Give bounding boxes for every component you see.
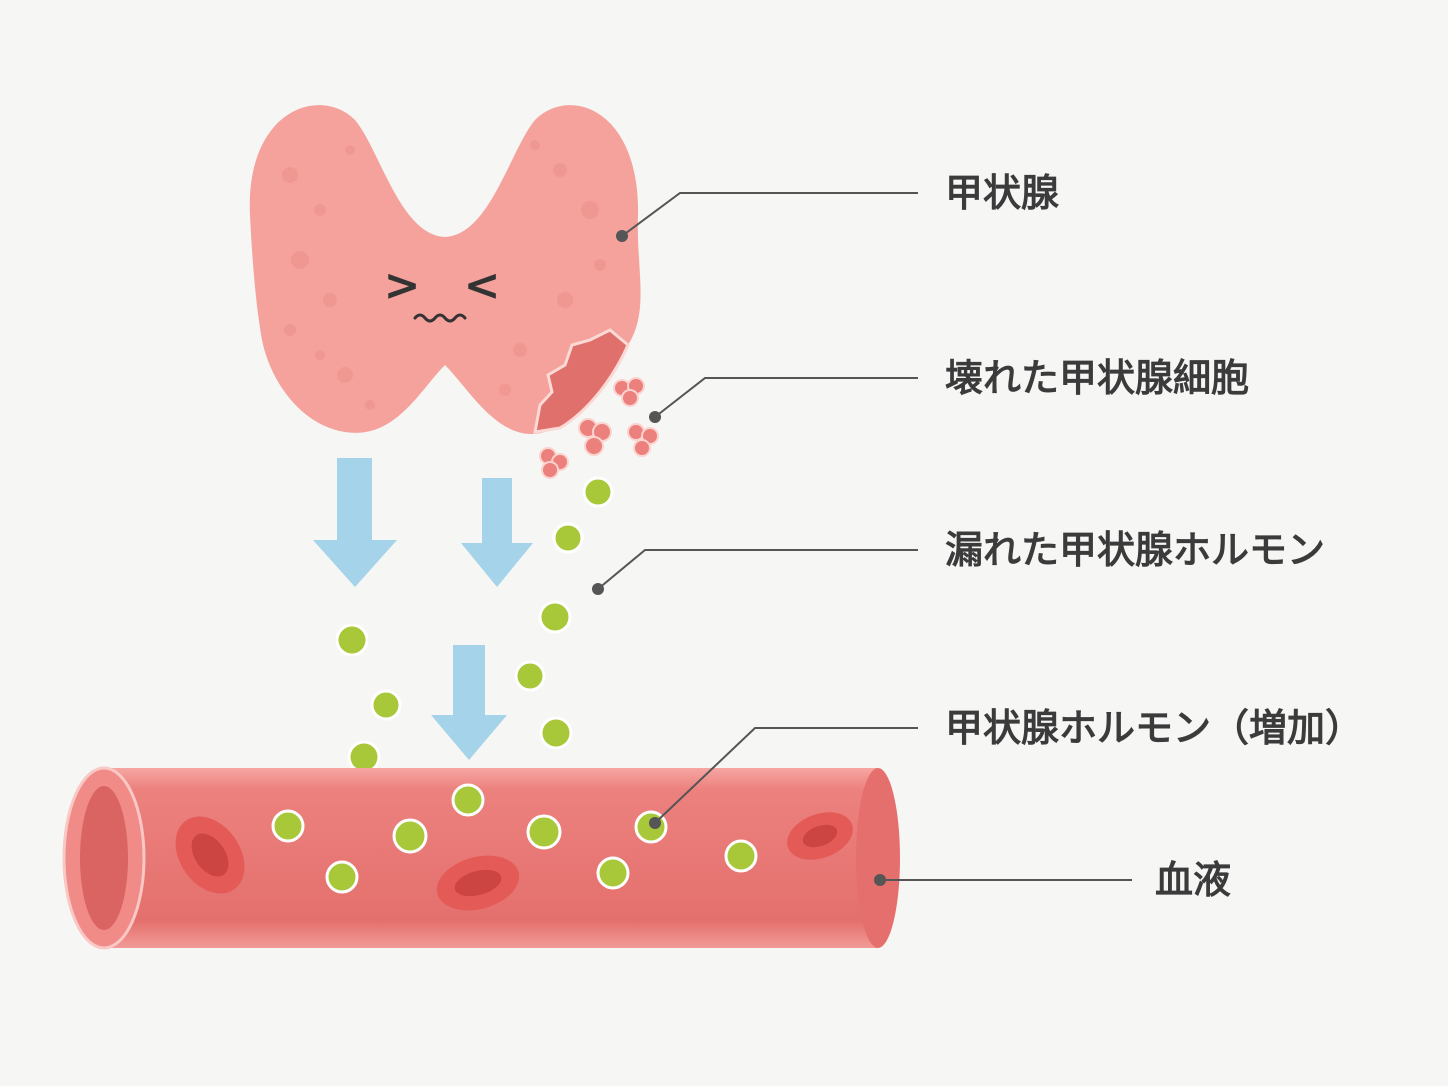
down-arrow — [431, 645, 507, 760]
hormone-dot — [538, 600, 572, 634]
hormone-dot — [582, 476, 614, 508]
hormone-dot — [552, 522, 584, 554]
left-eye: > — [384, 260, 421, 311]
label-broken-cells: 壊れた甲状腺細胞 — [945, 356, 1250, 400]
thyroid-texture — [282, 140, 606, 410]
cell-fragment — [613, 377, 645, 407]
wavy-mouth — [413, 313, 467, 323]
hormone-dot — [392, 818, 428, 854]
leader-dots — [592, 230, 886, 886]
cell-fragment — [578, 418, 612, 456]
broken-edge — [533, 328, 630, 434]
red-blood-cell — [787, 812, 853, 860]
right-eye: < — [464, 260, 501, 311]
secretion-arrows — [313, 458, 533, 760]
hormone-dot — [335, 623, 369, 657]
leaked-hormone-dots — [335, 476, 614, 774]
label-leaked-hormone: 漏れた甲状腺ホルモン — [945, 528, 1326, 572]
leader-line-hormone-increase — [654, 727, 918, 824]
leader-dot — [874, 874, 886, 886]
hormone-dot — [526, 814, 562, 850]
red-blood-cell — [436, 855, 520, 911]
broken-cell-fragments — [539, 377, 659, 479]
leader-dot — [649, 411, 661, 423]
cell-fragment — [627, 423, 659, 457]
red-blood-cell — [175, 816, 245, 894]
hormone-dot — [514, 660, 546, 692]
thyroid-gland: > < — [249, 105, 641, 434]
leader-line-thyroid — [621, 192, 918, 237]
leader-line-broken-cells — [654, 377, 918, 418]
hormone-dot — [539, 716, 573, 750]
hormone-dot — [451, 783, 485, 817]
label-thyroid: 甲状腺 — [945, 171, 1060, 215]
hormone-dot — [596, 856, 630, 890]
hormone-dot — [724, 839, 758, 873]
cell-fragment — [539, 447, 569, 479]
leader-dot — [616, 230, 628, 242]
leader-lines — [597, 192, 1132, 881]
leader-dot — [592, 583, 604, 595]
down-arrow — [313, 458, 397, 587]
down-arrow — [461, 478, 533, 587]
leader-line-leaked-hormone — [597, 549, 918, 590]
hormone-dot — [325, 860, 359, 894]
blood-vessel — [62, 766, 900, 950]
hormone-dot — [370, 689, 402, 721]
hormone-dot — [271, 809, 305, 843]
label-hormone-increase: 甲状腺ホルモン（増加） — [945, 706, 1364, 750]
label-blood: 血液 — [1155, 858, 1232, 902]
hormone-dot — [347, 740, 381, 774]
leader-dot — [649, 817, 661, 829]
